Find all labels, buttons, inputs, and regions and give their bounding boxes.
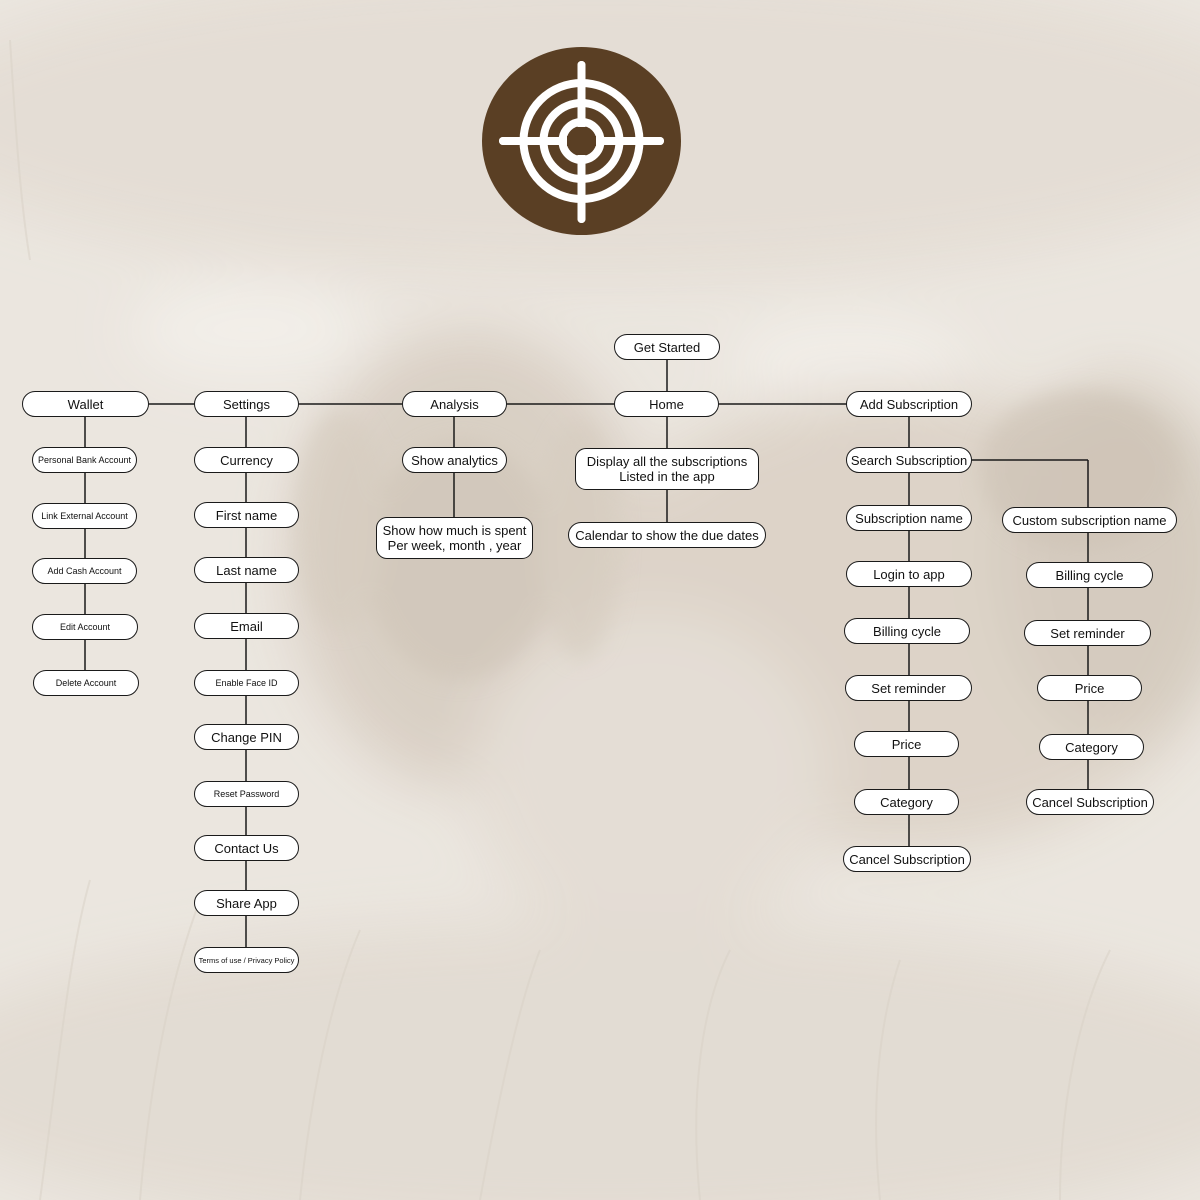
node-get-started[interactable]: Get Started — [614, 334, 720, 360]
node-custom-subscription-name[interactable]: Custom subscription name — [1002, 507, 1177, 533]
node-calendar[interactable]: Calendar to show the due dates — [568, 522, 766, 548]
node-settings-change-pin[interactable]: Change PIN — [194, 724, 299, 750]
node-show-spent-line2: Per week, month , year — [387, 538, 522, 553]
node-search-subscription-name[interactable]: Subscription name — [846, 505, 972, 531]
node-display-line1: Display all the subscriptions — [586, 454, 748, 469]
node-settings-first-name[interactable]: First name — [194, 502, 299, 528]
node-search-set-reminder[interactable]: Set reminder — [845, 675, 972, 701]
node-wallet-link-external[interactable]: Link External Account — [32, 503, 137, 529]
node-home[interactable]: Home — [614, 391, 719, 417]
crosshair-target-icon — [482, 47, 681, 235]
node-custom-price[interactable]: Price — [1037, 675, 1142, 701]
node-wallet[interactable]: Wallet — [22, 391, 149, 417]
node-search-price[interactable]: Price — [854, 731, 959, 757]
node-analysis[interactable]: Analysis — [402, 391, 507, 417]
node-custom-cancel-subscription[interactable]: Cancel Subscription — [1026, 789, 1154, 815]
node-settings-contact-us[interactable]: Contact Us — [194, 835, 299, 861]
node-custom-set-reminder[interactable]: Set reminder — [1024, 620, 1151, 646]
node-display-subscriptions[interactable]: Display all the subscriptions Listed in … — [575, 448, 759, 490]
node-wallet-delete-account[interactable]: Delete Account — [33, 670, 139, 696]
node-search-billing-cycle[interactable]: Billing cycle — [844, 618, 970, 644]
app-logo — [482, 47, 681, 235]
node-settings-currency[interactable]: Currency — [194, 447, 299, 473]
node-show-spent[interactable]: Show how much is spent Per week, month ,… — [376, 517, 533, 559]
node-settings-email[interactable]: Email — [194, 613, 299, 639]
node-search-cancel-subscription[interactable]: Cancel Subscription — [843, 846, 971, 872]
node-wallet-personal-bank[interactable]: Personal Bank Account — [32, 447, 137, 473]
node-settings-enable-face-id[interactable]: Enable Face ID — [194, 670, 299, 696]
node-wallet-add-cash[interactable]: Add Cash Account — [32, 558, 137, 584]
node-settings-share-app[interactable]: Share App — [194, 890, 299, 916]
node-search-category[interactable]: Category — [854, 789, 959, 815]
node-add-subscription[interactable]: Add Subscription — [846, 391, 972, 417]
node-custom-billing-cycle[interactable]: Billing cycle — [1026, 562, 1153, 588]
node-settings-terms-privacy[interactable]: Terms of use / Privacy Policy — [194, 947, 299, 973]
node-settings[interactable]: Settings — [194, 391, 299, 417]
node-search-subscription[interactable]: Search Subscription — [846, 447, 972, 473]
node-display-line2: Listed in the app — [619, 469, 715, 484]
node-show-analytics[interactable]: Show analytics — [402, 447, 507, 473]
node-settings-last-name[interactable]: Last name — [194, 557, 299, 583]
node-custom-category[interactable]: Category — [1039, 734, 1144, 760]
node-show-spent-line1: Show how much is spent — [382, 523, 527, 538]
node-search-login-to-app[interactable]: Login to app — [846, 561, 972, 587]
node-settings-reset-password[interactable]: Reset Password — [194, 781, 299, 807]
node-wallet-edit-account[interactable]: Edit Account — [32, 614, 138, 640]
